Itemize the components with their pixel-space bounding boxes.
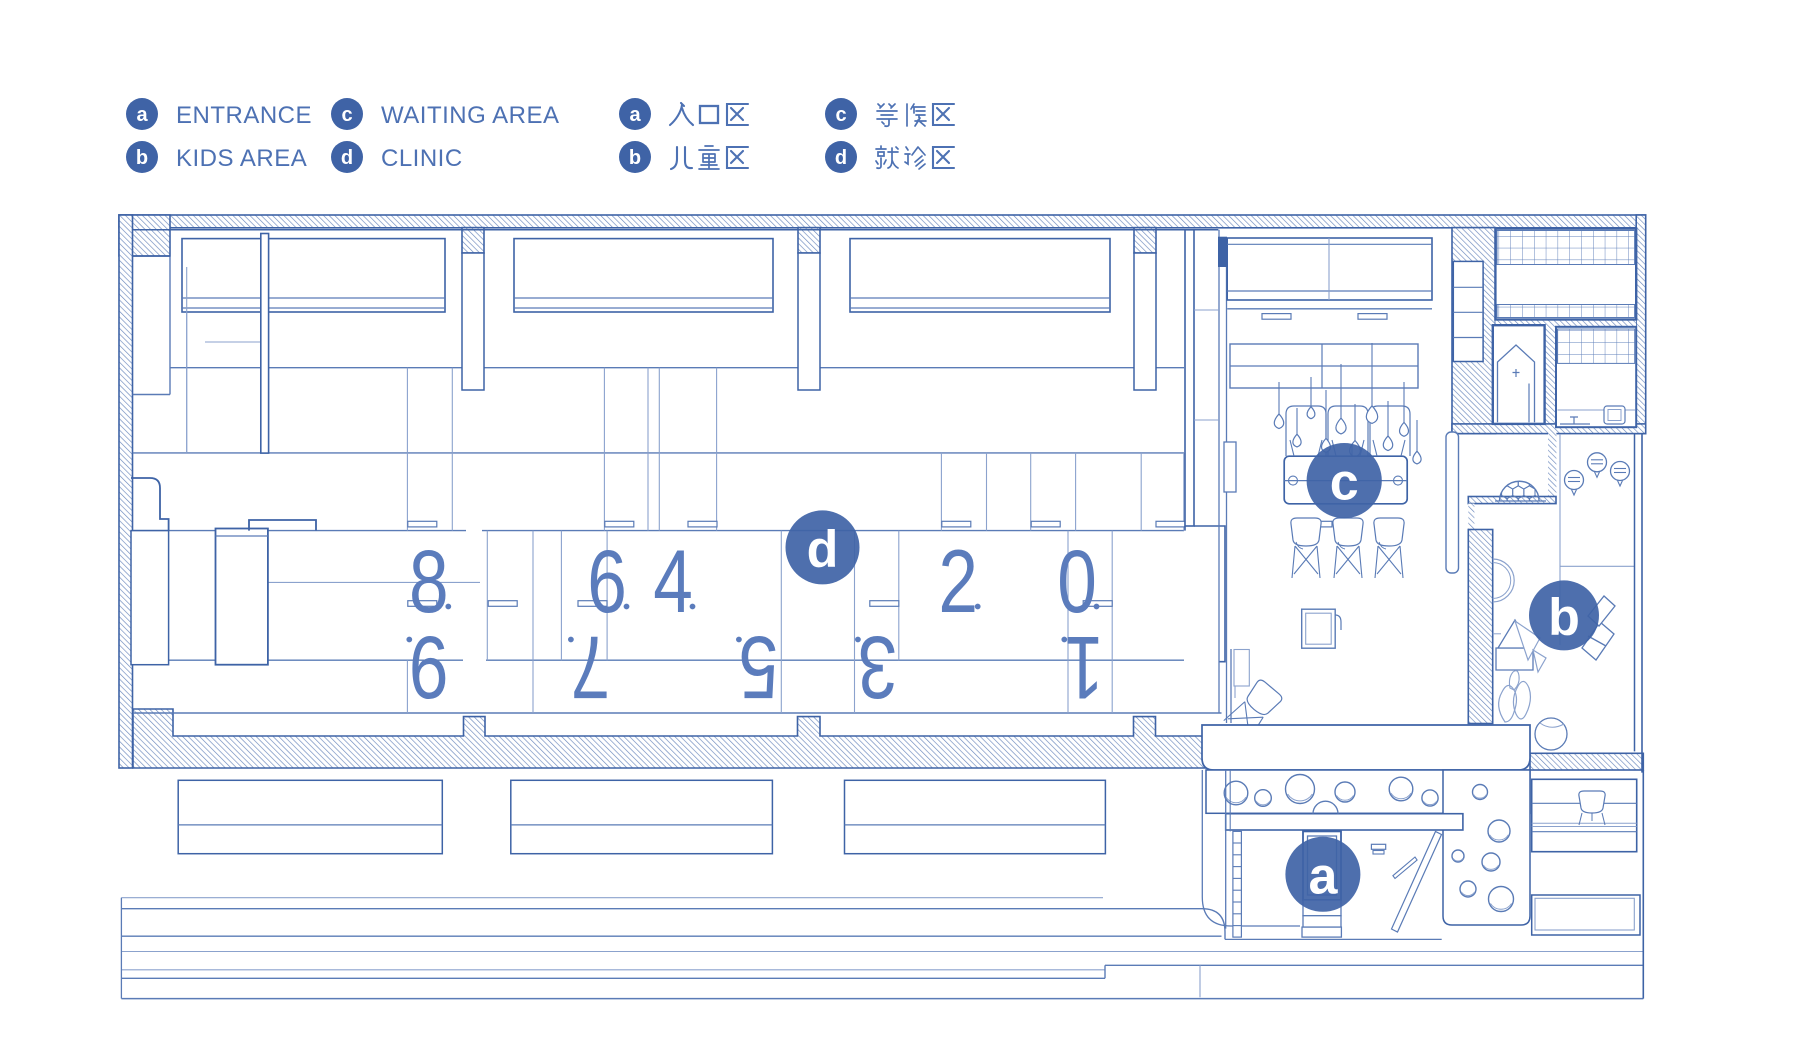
svg-text:3: 3 (858, 617, 898, 716)
svg-text:1: 1 (1064, 617, 1104, 716)
svg-text:d: d (835, 147, 847, 169)
svg-text:c: c (341, 104, 352, 126)
svg-text:0: 0 (1057, 532, 1097, 631)
svg-text:9: 9 (409, 617, 449, 716)
svg-text:2: 2 (938, 532, 978, 631)
svg-text:a: a (629, 104, 641, 126)
svg-text:b: b (1548, 588, 1580, 646)
svg-text:a: a (1308, 847, 1338, 905)
svg-text:d: d (807, 520, 839, 578)
svg-text:CLINIC: CLINIC (381, 145, 463, 172)
svg-text:6: 6 (587, 532, 627, 631)
svg-text:WAITING AREA: WAITING AREA (381, 102, 559, 129)
svg-text:ENTRANCE: ENTRANCE (176, 102, 312, 129)
svg-text:KIDS AREA: KIDS AREA (176, 145, 307, 172)
svg-text:5: 5 (739, 617, 779, 716)
svg-text:c: c (835, 104, 846, 126)
svg-text:a: a (136, 104, 148, 126)
svg-text:b: b (136, 147, 148, 169)
svg-text:8: 8 (409, 532, 449, 631)
svg-text:7: 7 (571, 617, 611, 716)
svg-text:d: d (341, 147, 353, 169)
svg-text:4: 4 (653, 532, 693, 631)
svg-text:b: b (629, 147, 641, 169)
svg-text:c: c (1330, 454, 1359, 512)
